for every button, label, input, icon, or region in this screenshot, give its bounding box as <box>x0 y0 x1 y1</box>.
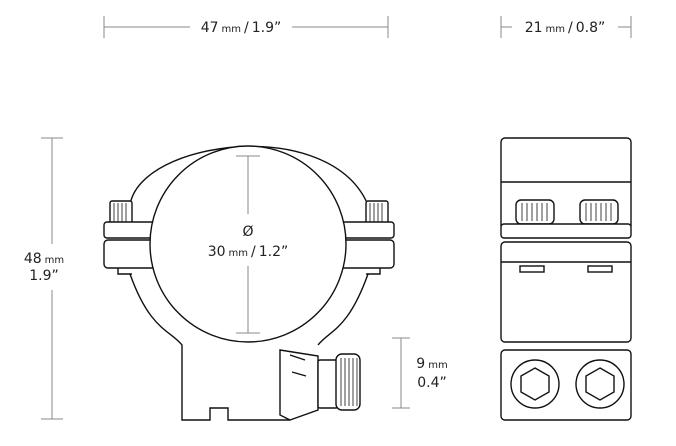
ring-body-outline <box>129 273 290 421</box>
clamp-knob <box>335 353 361 411</box>
hex-socket-right <box>585 367 615 401</box>
side-body <box>500 241 632 343</box>
side-slot-right <box>587 265 613 273</box>
hex-socket-left <box>520 367 550 401</box>
base-height-label-imperial: 0.4” <box>417 375 447 391</box>
tube-bore <box>149 145 347 343</box>
clamp-knob-neck <box>317 359 339 409</box>
side-view <box>500 137 632 421</box>
height-label-imperial: 1.9” <box>29 268 59 284</box>
diameter-symbol: Ø <box>242 224 253 240</box>
side-slot-left <box>519 265 545 273</box>
clamp-bar <box>279 349 319 421</box>
side-cap-band <box>500 223 632 239</box>
